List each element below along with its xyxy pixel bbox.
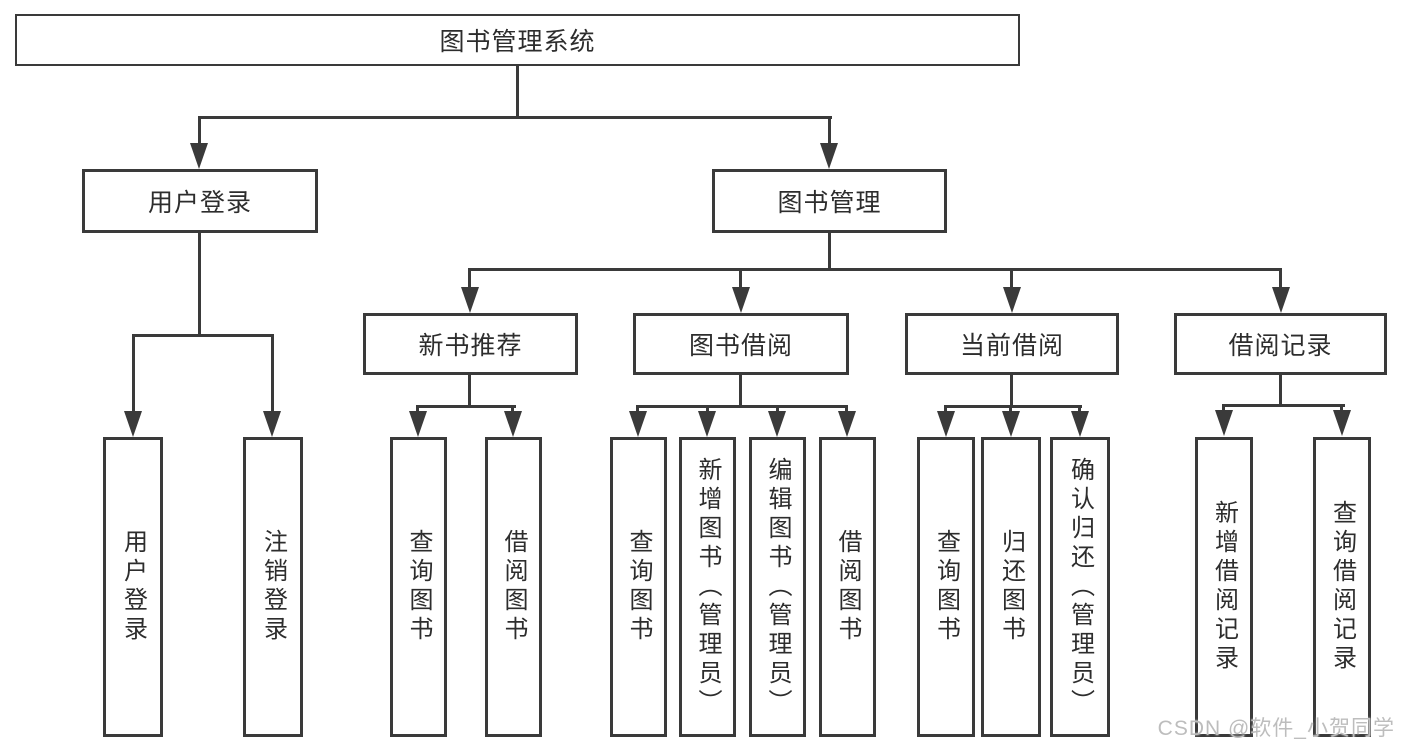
leaf-label: 新增借阅记录 <box>1210 500 1238 674</box>
connector-rail <box>944 405 1082 408</box>
arrowhead-down <box>1002 411 1020 437</box>
connector-root-stem <box>516 65 519 119</box>
node-user-login: 用户登录 <box>82 169 318 233</box>
arrowhead-down <box>1003 287 1021 313</box>
leaf-label: 查询图书 <box>405 529 432 645</box>
arrowhead-down <box>1333 410 1351 436</box>
leaf-label: 查询图书 <box>625 529 652 645</box>
arrowhead-down <box>504 411 522 437</box>
leaf-query-books-recommend: 查询图书 <box>390 437 447 737</box>
node-new-book-recommend-label: 新书推荐 <box>418 332 523 360</box>
arrowhead-down <box>768 411 786 437</box>
leaf-confirm-return-admin: 确认归还（管理员） <box>1050 437 1110 737</box>
arrowhead-down <box>937 411 955 437</box>
leaf-query-books-current: 查询图书 <box>917 437 975 737</box>
connector-rail <box>1222 404 1345 407</box>
connector-leg <box>1279 270 1282 290</box>
node-book-borrowing: 图书借阅 <box>633 313 849 375</box>
connector-stem <box>739 373 742 408</box>
leaf-label: 查询借阅记录 <box>1328 500 1356 674</box>
connector-leg <box>271 336 274 414</box>
connector-stem <box>1279 373 1282 406</box>
node-borrowing-records: 借阅记录 <box>1174 313 1387 375</box>
connector-leg <box>828 116 831 148</box>
arrowhead-down <box>263 411 281 437</box>
leaf-user-login: 用户登录 <box>103 437 163 737</box>
leaf-label: 编辑图书（管理员） <box>764 456 791 718</box>
leaf-add-books-admin: 新增图书（管理员） <box>679 437 736 737</box>
csdn-watermark: CSDN @软件_小贺同学 <box>1157 717 1395 740</box>
node-root: 图书管理系统 <box>15 14 1020 66</box>
arrowhead-down <box>409 411 427 437</box>
arrowhead-down <box>732 287 750 313</box>
node-current-borrowing: 当前借阅 <box>905 313 1119 375</box>
connector-leg <box>739 270 742 290</box>
leaf-label: 注销登录 <box>259 529 287 645</box>
node-new-book-recommend: 新书推荐 <box>363 313 578 375</box>
connector-root-rail <box>198 116 832 119</box>
arrowhead-down <box>461 287 479 313</box>
connector-book-mgmt-rail <box>468 268 1282 271</box>
leaf-return-books: 归还图书 <box>981 437 1041 737</box>
arrowhead-down <box>820 143 838 169</box>
arrowhead-down <box>1071 411 1089 437</box>
connector-leg <box>1010 270 1013 290</box>
arrowhead-down <box>124 411 142 437</box>
leaf-label: 归还图书 <box>997 529 1025 645</box>
connector-book-mgmt-stem <box>828 232 831 271</box>
leaf-borrow-books: 借阅图书 <box>819 437 876 737</box>
leaf-label: 用户登录 <box>119 529 147 645</box>
connector-leg <box>468 270 471 290</box>
connector-user-login-stem <box>198 232 201 336</box>
node-borrowing-records-label: 借阅记录 <box>1228 332 1333 360</box>
connector-leg <box>132 336 135 414</box>
leaf-query-borrow-record: 查询借阅记录 <box>1313 437 1371 737</box>
connector-rail <box>636 405 848 408</box>
connector-stem <box>1010 373 1013 408</box>
arrowhead-down <box>1215 410 1233 436</box>
arrowhead-down <box>1272 287 1290 313</box>
arrowhead-down <box>698 411 716 437</box>
connector-user-login-rail <box>132 334 274 337</box>
node-root-label: 图书管理系统 <box>439 28 596 56</box>
leaf-logout: 注销登录 <box>243 437 303 737</box>
arrowhead-down <box>190 143 208 169</box>
leaf-label: 查询图书 <box>932 529 960 645</box>
leaf-label: 借阅图书 <box>500 529 527 645</box>
node-book-borrowing-label: 图书借阅 <box>688 332 793 360</box>
node-user-login-label: 用户登录 <box>147 189 252 217</box>
leaf-borrow-books-recommend: 借阅图书 <box>485 437 542 737</box>
connector-rail <box>416 405 516 408</box>
node-current-borrowing-label: 当前借阅 <box>959 332 1064 360</box>
arrowhead-down <box>629 411 647 437</box>
leaf-edit-books-admin: 编辑图书（管理员） <box>749 437 806 737</box>
leaf-query-books-borrowing: 查询图书 <box>610 437 667 737</box>
leaf-add-borrow-record: 新增借阅记录 <box>1195 437 1253 737</box>
connector-stem <box>468 373 471 408</box>
connector-leg <box>198 116 201 148</box>
node-book-management: 图书管理 <box>712 169 947 233</box>
arrowhead-down <box>838 411 856 437</box>
leaf-label: 确认归还（管理员） <box>1066 456 1094 718</box>
node-book-management-label: 图书管理 <box>777 189 882 217</box>
leaf-label: 新增图书（管理员） <box>694 456 721 718</box>
leaf-label: 借阅图书 <box>834 529 861 645</box>
